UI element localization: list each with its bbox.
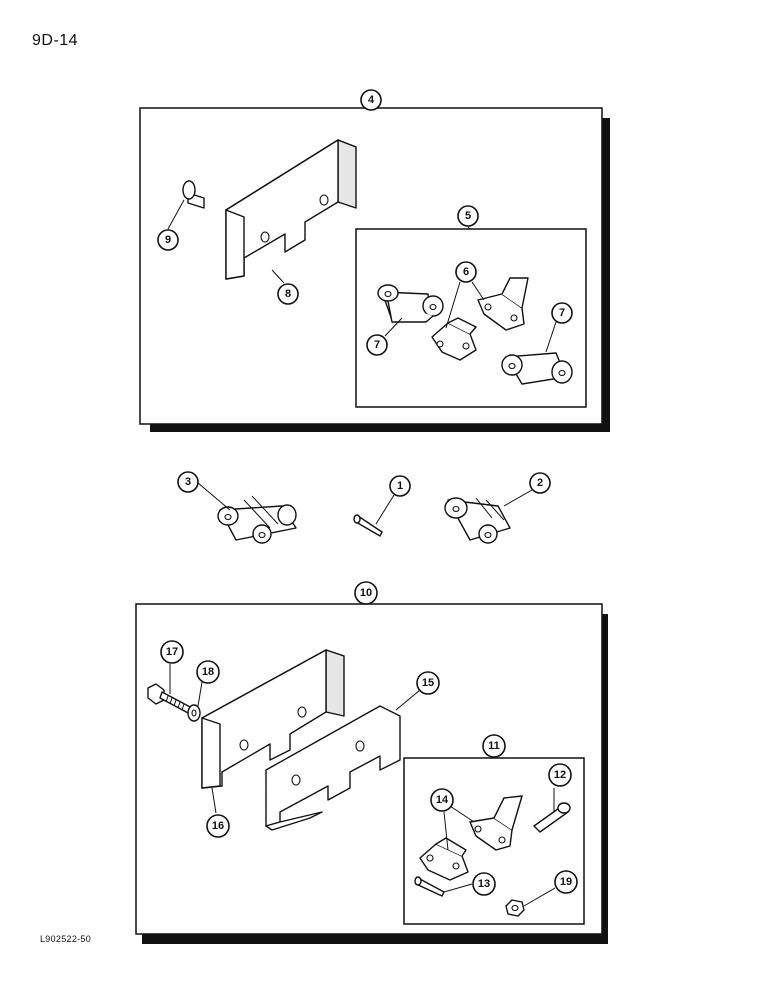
washer-part-18 — [187, 704, 201, 722]
attachment-link-part-14-upper — [469, 795, 523, 851]
svg-text:7: 7 — [559, 307, 565, 319]
chain-link-part-7-left — [377, 284, 444, 323]
callout-10: 10 — [354, 581, 378, 605]
figure-code: L902522-50 — [40, 934, 92, 944]
svg-text:7: 7 — [374, 339, 380, 351]
callout-13: 13 — [472, 872, 496, 896]
svg-text:15: 15 — [422, 677, 434, 689]
callout-3: 3 — [177, 471, 199, 493]
svg-text:6: 6 — [463, 266, 469, 278]
svg-text:2: 2 — [537, 477, 543, 489]
svg-text:10: 10 — [360, 587, 372, 599]
svg-text:4: 4 — [368, 94, 375, 106]
svg-text:19: 19 — [560, 876, 572, 888]
callout-18: 18 — [196, 660, 220, 684]
nut-part-19 — [505, 899, 525, 917]
svg-text:12: 12 — [554, 769, 566, 781]
pad-plate-part-16 — [201, 649, 345, 789]
callout-16: 16 — [206, 814, 230, 838]
callout-4: 4 — [360, 89, 382, 111]
callout-7-left: 7 — [366, 334, 388, 356]
assembly-5-panel — [355, 228, 587, 408]
svg-text:9: 9 — [165, 234, 171, 246]
backing-plate-part-15 — [265, 705, 401, 831]
svg-text:3: 3 — [185, 476, 191, 488]
svg-text:18: 18 — [202, 666, 214, 678]
callout-9: 9 — [157, 229, 179, 251]
callout-11: 11 — [482, 734, 506, 758]
pin-part-9 — [182, 180, 205, 209]
connector-link-part-3 — [217, 495, 297, 544]
svg-text:13: 13 — [478, 878, 490, 890]
callout-7-right: 7 — [551, 302, 573, 324]
svg-text:5: 5 — [465, 210, 471, 222]
callout-1: 1 — [389, 475, 411, 497]
callout-19: 19 — [554, 870, 578, 894]
callout-8: 8 — [277, 283, 299, 305]
svg-text:17: 17 — [166, 646, 178, 658]
offset-link-part-2 — [444, 497, 511, 544]
pad-plate-part-8 — [225, 139, 357, 280]
callout-6: 6 — [455, 261, 477, 283]
leader-lines — [167, 199, 557, 907]
page-reference: 9D-14 — [32, 32, 79, 49]
callout-17: 17 — [160, 640, 184, 664]
pin-part-12 — [533, 802, 571, 833]
svg-text:16: 16 — [212, 820, 224, 832]
cotter-pin-part-13 — [414, 876, 445, 897]
svg-text:14: 14 — [436, 794, 449, 806]
svg-text:11: 11 — [488, 740, 500, 752]
callout-14: 14 — [430, 788, 454, 812]
chain-link-part-7-right — [501, 352, 573, 385]
cotter-pin-part-1 — [353, 514, 383, 537]
callout-2: 2 — [529, 472, 551, 494]
attachment-link-part-6-right — [477, 277, 529, 331]
callout-12: 12 — [548, 763, 572, 787]
callout-15: 15 — [416, 671, 440, 695]
callout-5: 5 — [457, 205, 479, 227]
svg-text:8: 8 — [285, 288, 291, 300]
attachment-link-part-14-lower — [419, 837, 469, 881]
svg-text:1: 1 — [397, 480, 403, 492]
